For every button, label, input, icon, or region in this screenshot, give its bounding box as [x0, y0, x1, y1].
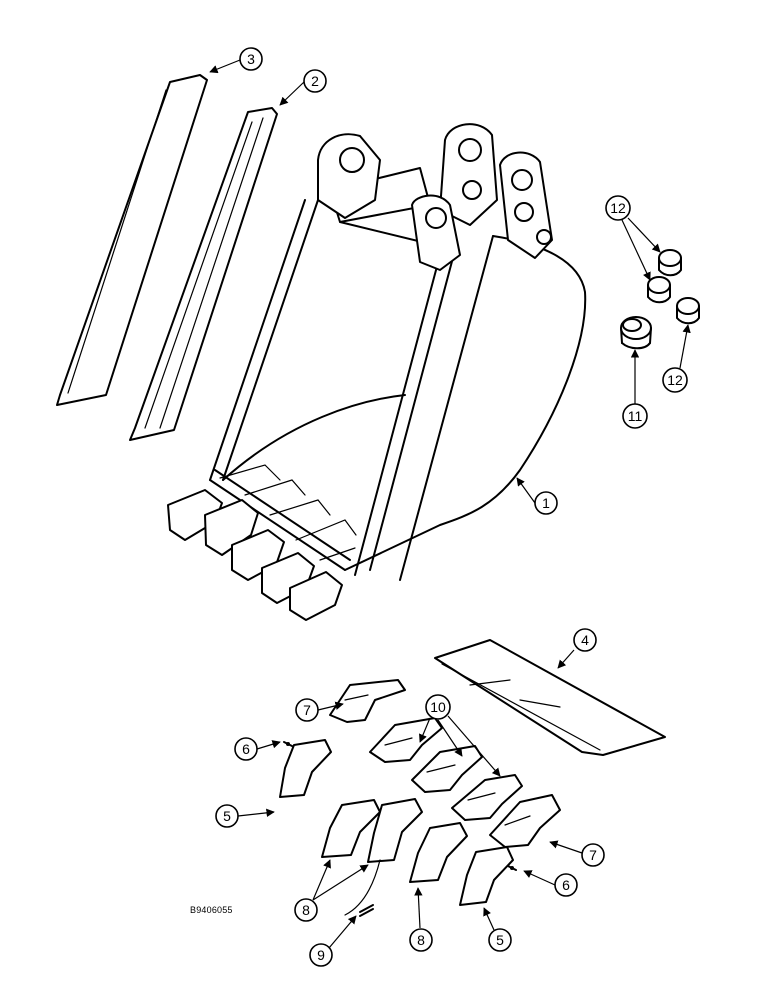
- callout-2: 2: [279, 69, 327, 106]
- callout-8b: 8: [409, 887, 433, 952]
- callout-12b: 12: [662, 324, 691, 393]
- pin-part-6a: [283, 741, 293, 747]
- callout-11: 11: [622, 349, 648, 429]
- callout-label: 7: [589, 847, 597, 863]
- tooth-adapter-part-7a: [329, 679, 406, 723]
- callout-label: 12: [610, 200, 626, 216]
- bucket-body-part-1: [167, 123, 587, 621]
- callout-label: 4: [581, 632, 589, 648]
- callout-label: 11: [628, 408, 643, 424]
- cutting-edge-part-4: [434, 639, 666, 756]
- bushing-part-12c: [676, 297, 700, 325]
- callout-5a: 5: [215, 804, 275, 828]
- callout-10: 10: [419, 694, 501, 777]
- tooth-adapter-part-7b: [489, 794, 561, 848]
- tooth-part-8b: [367, 798, 423, 863]
- figure-id: B9406055: [190, 905, 233, 915]
- bushing-part-12b: [647, 276, 671, 304]
- callout-label: 6: [562, 877, 570, 893]
- tooth-adapter-part-10a: [369, 717, 443, 763]
- bucket-teeth: [167, 464, 357, 621]
- callout-3: 3: [209, 47, 263, 74]
- retainer-part-9: [344, 859, 381, 917]
- callout-label: 12: [667, 372, 683, 388]
- tooth-part-8c: [409, 822, 468, 883]
- callout-4: 4: [557, 628, 597, 669]
- tooth-part-8a: [321, 799, 381, 858]
- callout-5b: 5: [483, 907, 512, 952]
- tooth-adapter-part-10b: [411, 745, 483, 793]
- callout-7a: 7: [295, 698, 344, 722]
- bushing-part-12a: [658, 249, 682, 277]
- tooth-part-5a: [279, 739, 332, 798]
- callout-label: 6: [242, 741, 250, 757]
- callout-7b: 7: [549, 840, 605, 867]
- tooth-part-5b: [459, 846, 514, 906]
- side-cutter-plate-part-2: [129, 107, 278, 441]
- bushing-part-11: [620, 316, 652, 350]
- callout-label: 5: [496, 932, 504, 948]
- callout-label: 5: [223, 808, 231, 824]
- tooth-adapter-part-10c: [451, 774, 523, 821]
- callout-label: 7: [303, 702, 311, 718]
- pin-part-6b: [507, 865, 517, 871]
- callout-label: 8: [302, 902, 310, 918]
- callout-label: 10: [430, 699, 446, 715]
- callout-6a: 6: [234, 737, 281, 761]
- callout-6b: 6: [523, 870, 578, 897]
- callout-1: 1: [516, 477, 558, 515]
- side-cutter-plate-part-3: [56, 74, 208, 406]
- callout-label: 1: [542, 495, 550, 511]
- callout-8a: 8: [294, 859, 369, 922]
- callout-label: 3: [247, 51, 255, 67]
- callout-12a: 12: [605, 195, 661, 281]
- callout-9: 9: [309, 915, 357, 967]
- callout-label: 8: [417, 932, 425, 948]
- callout-label: 9: [317, 947, 325, 963]
- callout-label: 2: [311, 73, 319, 89]
